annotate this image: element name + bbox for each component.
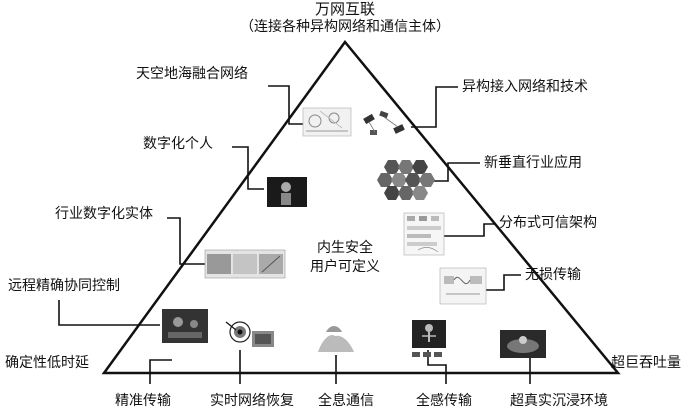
label-full-sense-transmission: 全感传输 [416,393,472,409]
label-lossless-transmission: 无损传输 [525,267,581,283]
label-holographic-comm: 全息通信 [318,393,374,409]
thumb-immersive [500,330,546,358]
label-digital-person: 数字化个人 [143,136,213,152]
label-precise-transmission: 精准传输 [115,393,171,409]
thumb-holographic [412,320,446,357]
leader-fullsense [427,350,447,384]
apex-subtitle: （连接各种异构网络和通信主体） [240,19,450,35]
thumb-precise-transmission [225,321,274,347]
leader-remote-control [58,300,160,326]
label-heterogeneous-access: 异构接入网络和技术 [462,79,588,95]
thumb-distributed-trust [403,212,445,256]
label-space-air-ground-sea: 天空地海融合网络 [136,66,248,82]
leader-precise [149,359,172,384]
label-bottom-left-corner: 确定性低时延 [5,355,89,371]
thumb-remote-control [162,309,208,343]
label-industry-entity: 行业数字化实体 [55,206,153,222]
center-line-2: 用户可定义 [310,259,380,275]
center-line-1: 内生安全 [317,240,373,256]
leader-industry-entity [167,217,205,265]
thumb-digital-person [267,177,307,207]
thumb-heterogeneous-network [363,110,405,135]
label-bottom-right-corner: 超巨吞吐量 [611,355,681,371]
thumb-industry-entity [204,249,286,279]
thumb-lossless-transmission [439,267,487,305]
label-distributed-trust: 分布式可信架构 [499,215,597,231]
leader-lines [58,85,531,384]
apex-title: 万网互联 [314,0,375,18]
label-immersive-xr: 超真实沉浸环境 [510,393,608,409]
leader-vertical-apps [432,162,480,182]
label-realtime-recovery: 实时网络恢复 [210,393,294,409]
leader-space-air [268,85,303,125]
leader-lossless [483,274,521,291]
thumb-vertical-apps [377,160,435,200]
thumb-space-air-ground-sea [302,107,352,137]
label-remote-control: 远程精确协同控制 [8,278,120,294]
leader-distributed [444,223,495,237]
leader-digital-person [232,146,264,190]
pyramid-triangle [101,39,621,375]
thumb-realtime-recovery [318,326,354,352]
label-vertical-apps: 新垂直行业应用 [484,155,582,171]
leader-heterogeneous [411,86,458,128]
